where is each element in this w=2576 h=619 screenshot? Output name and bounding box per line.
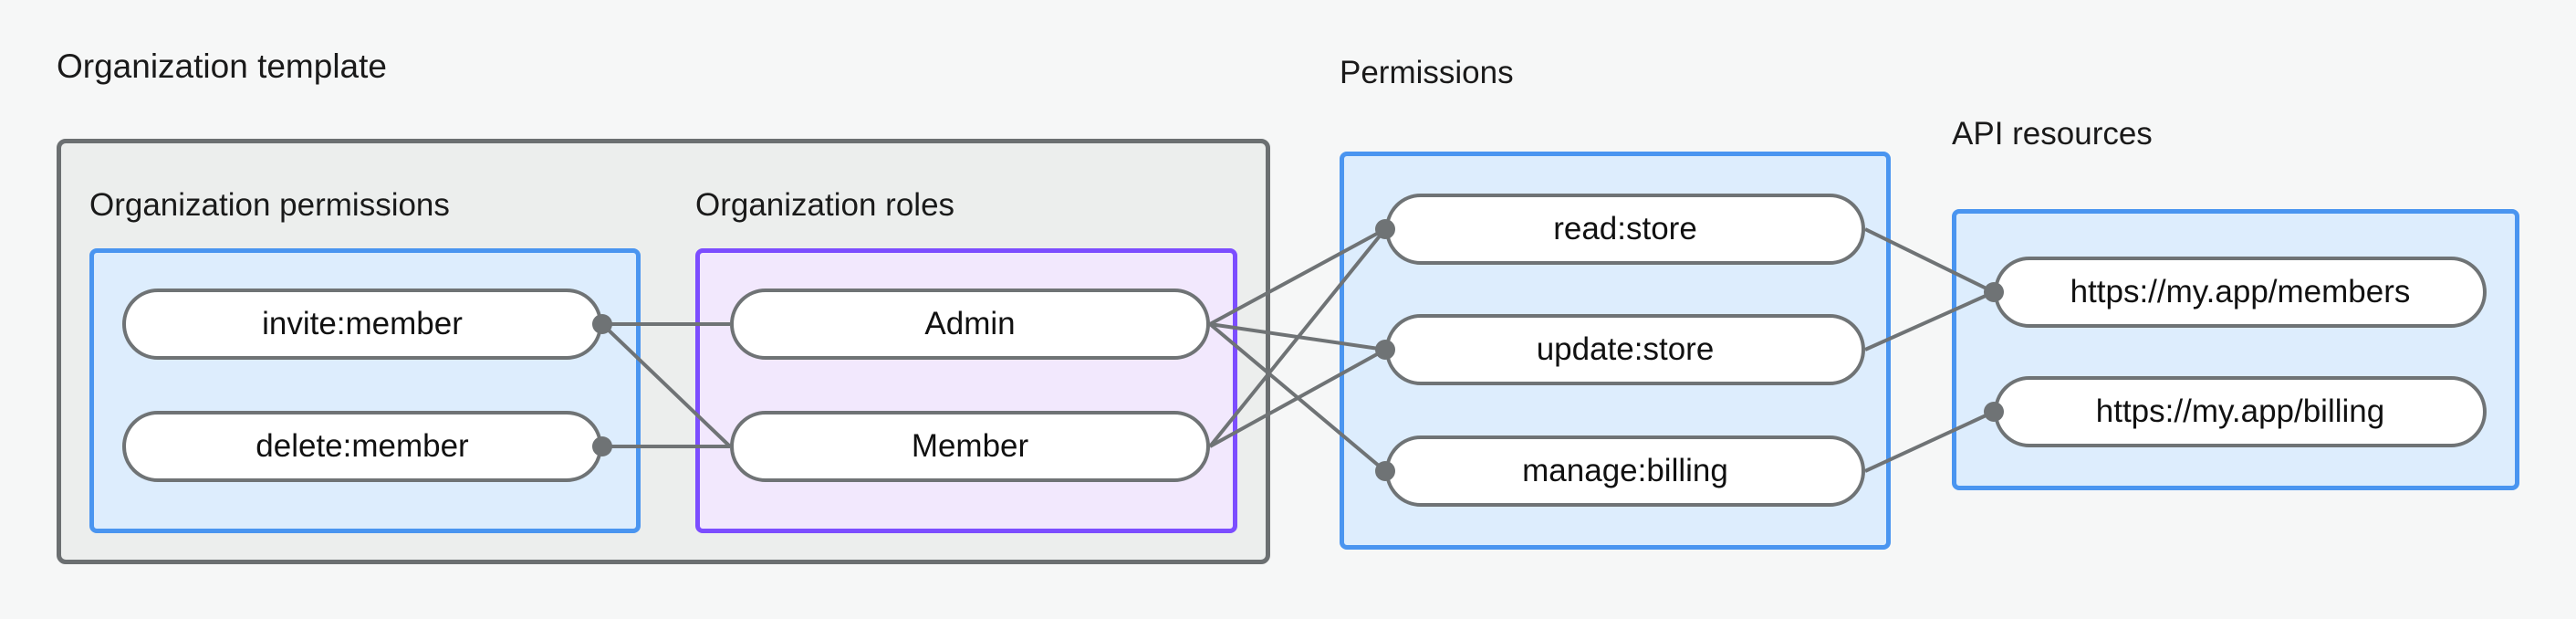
node-res-billing[interactable]: https://my.app/billing bbox=[1994, 376, 2487, 447]
group-label-permissions: Permissions bbox=[1340, 55, 1514, 90]
node-read-store[interactable]: read:store bbox=[1385, 194, 1865, 265]
node-label-res-billing: https://my.app/billing bbox=[2095, 393, 2385, 429]
node-label-invite-member: invite:member bbox=[262, 306, 463, 341]
node-manage-billing[interactable]: manage:billing bbox=[1385, 435, 1865, 507]
group-label-organization-permissions: Organization permissions bbox=[89, 187, 450, 223]
node-label-read-store: read:store bbox=[1553, 211, 1697, 247]
group-label-organization-roles: Organization roles bbox=[695, 187, 955, 223]
node-res-members[interactable]: https://my.app/members bbox=[1994, 257, 2487, 328]
group-label-organization-template: Organization template bbox=[57, 47, 387, 85]
node-update-store[interactable]: update:store bbox=[1385, 314, 1865, 385]
node-label-role-member: Member bbox=[911, 428, 1029, 464]
node-label-update-store: update:store bbox=[1536, 331, 1715, 367]
group-label-api-resources: API resources bbox=[1952, 116, 2153, 152]
node-role-admin[interactable]: Admin bbox=[730, 289, 1210, 360]
node-label-role-admin: Admin bbox=[924, 306, 1016, 341]
node-invite-member[interactable]: invite:member bbox=[122, 289, 602, 360]
node-label-manage-billing: manage:billing bbox=[1522, 453, 1728, 488]
node-delete-member[interactable]: delete:member bbox=[122, 411, 602, 482]
node-role-member[interactable]: Member bbox=[730, 411, 1210, 482]
node-label-delete-member: delete:member bbox=[256, 428, 469, 464]
group-api-resources bbox=[1952, 209, 2519, 490]
node-label-res-members: https://my.app/members bbox=[2070, 274, 2411, 310]
